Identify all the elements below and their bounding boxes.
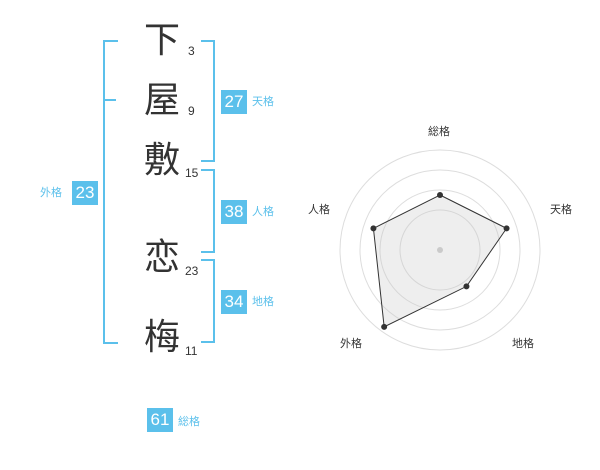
jinkaku-bracket [201, 169, 215, 253]
soukaku-label: 総格 [178, 415, 200, 428]
radar-point-3 [463, 283, 470, 290]
tenkaku-bracket [201, 40, 215, 162]
gaikaku-bracket [103, 40, 118, 344]
soukaku-value: 61 [147, 408, 173, 432]
chikaku-label: 地格 [252, 295, 274, 308]
stroke-count-4: 23 [185, 264, 199, 278]
radar-center-dot [437, 247, 443, 253]
stroke-count-5: 11 [185, 344, 198, 358]
tenkaku-value: 27 [221, 90, 247, 114]
radar-grid-circle-4 [399, 209, 481, 291]
chikaku-value: 34 [221, 290, 247, 314]
name-char-1: 下 [143, 20, 180, 61]
radar-point-1 [437, 192, 443, 198]
name-char-5: 梅 [143, 317, 180, 358]
stroke-count-2: 9 [188, 104, 195, 118]
radar-grid-circle-3 [379, 189, 501, 311]
jinkaku-label: 人格 [252, 205, 274, 218]
name-char-4: 恋 [143, 237, 180, 278]
name-char-3: 敷 [143, 140, 180, 181]
radar-point-4 [381, 323, 388, 330]
gaikaku-value: 23 [72, 181, 98, 205]
stroke-count-3: 15 [185, 166, 199, 180]
gaikaku-bracket-tick [103, 99, 116, 101]
stroke-count-1: 3 [188, 44, 195, 58]
radar-grid-circle-1 [339, 149, 541, 351]
jinkaku-value: 38 [221, 200, 247, 224]
name-char-2: 屋 [143, 80, 180, 121]
radar-point-5 [370, 225, 377, 232]
radar-grid-circle-2 [359, 169, 521, 331]
tenkaku-label: 天格 [252, 95, 274, 108]
radar-label-soukaku: 総格 [428, 125, 450, 138]
radar-label-tenkaku: 天格 [550, 203, 572, 216]
gaikaku-label: 外格 [40, 186, 62, 199]
radar-polygon [372, 194, 508, 328]
radar-label-gaikaku: 外格 [340, 337, 362, 350]
chikaku-bracket [201, 259, 215, 343]
radar-label-jinkaku: 人格 [308, 203, 330, 216]
radar-label-chikaku: 地格 [512, 337, 534, 350]
radar-point-2 [503, 225, 510, 232]
